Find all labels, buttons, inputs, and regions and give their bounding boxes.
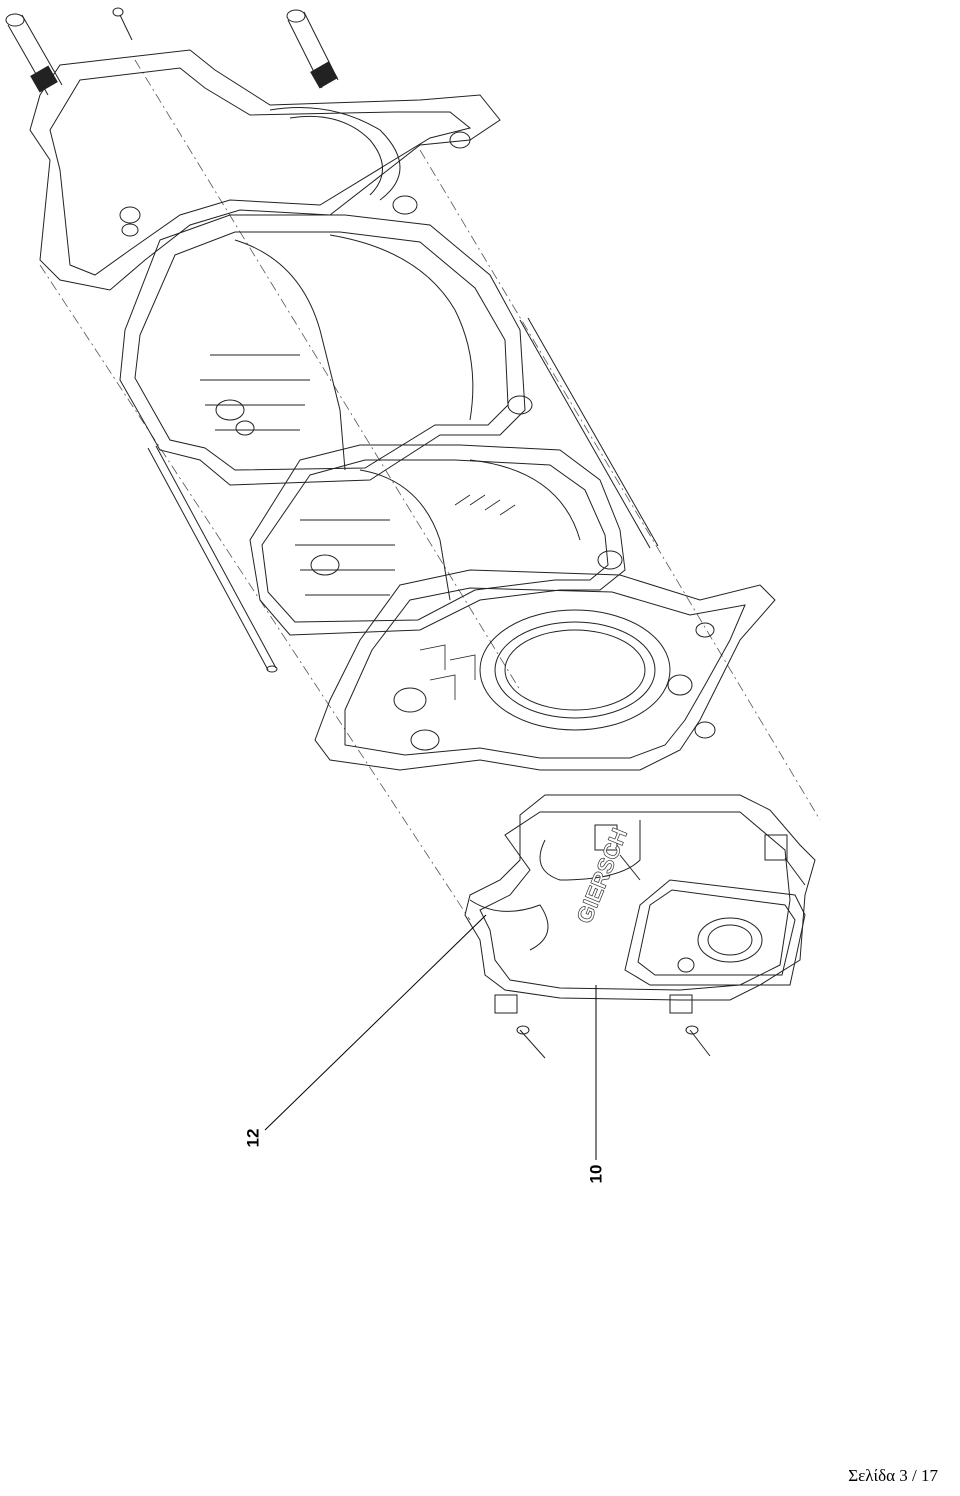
assembly-axis-lines <box>39 59 821 921</box>
page-number: Σελίδα 3 / 17 <box>848 1466 938 1485</box>
leader-line-12 <box>264 914 487 1131</box>
tie-rod-right <box>519 317 659 549</box>
callout-part-12: 12 <box>243 1128 263 1148</box>
boiler-section-1 <box>119 214 533 486</box>
end-plate-rear <box>29 49 501 291</box>
connection-tube-left <box>5 13 63 96</box>
giersch-logo: GIERSCH <box>571 825 632 927</box>
burner-door <box>464 794 816 1014</box>
bolts <box>112 7 806 1059</box>
connection-tube-right <box>286 9 339 89</box>
boiler-section-2 <box>249 444 626 636</box>
tie-rod-left <box>147 445 278 673</box>
boiler-section-front <box>314 569 776 771</box>
callout-part-10: 10 <box>586 1164 606 1184</box>
